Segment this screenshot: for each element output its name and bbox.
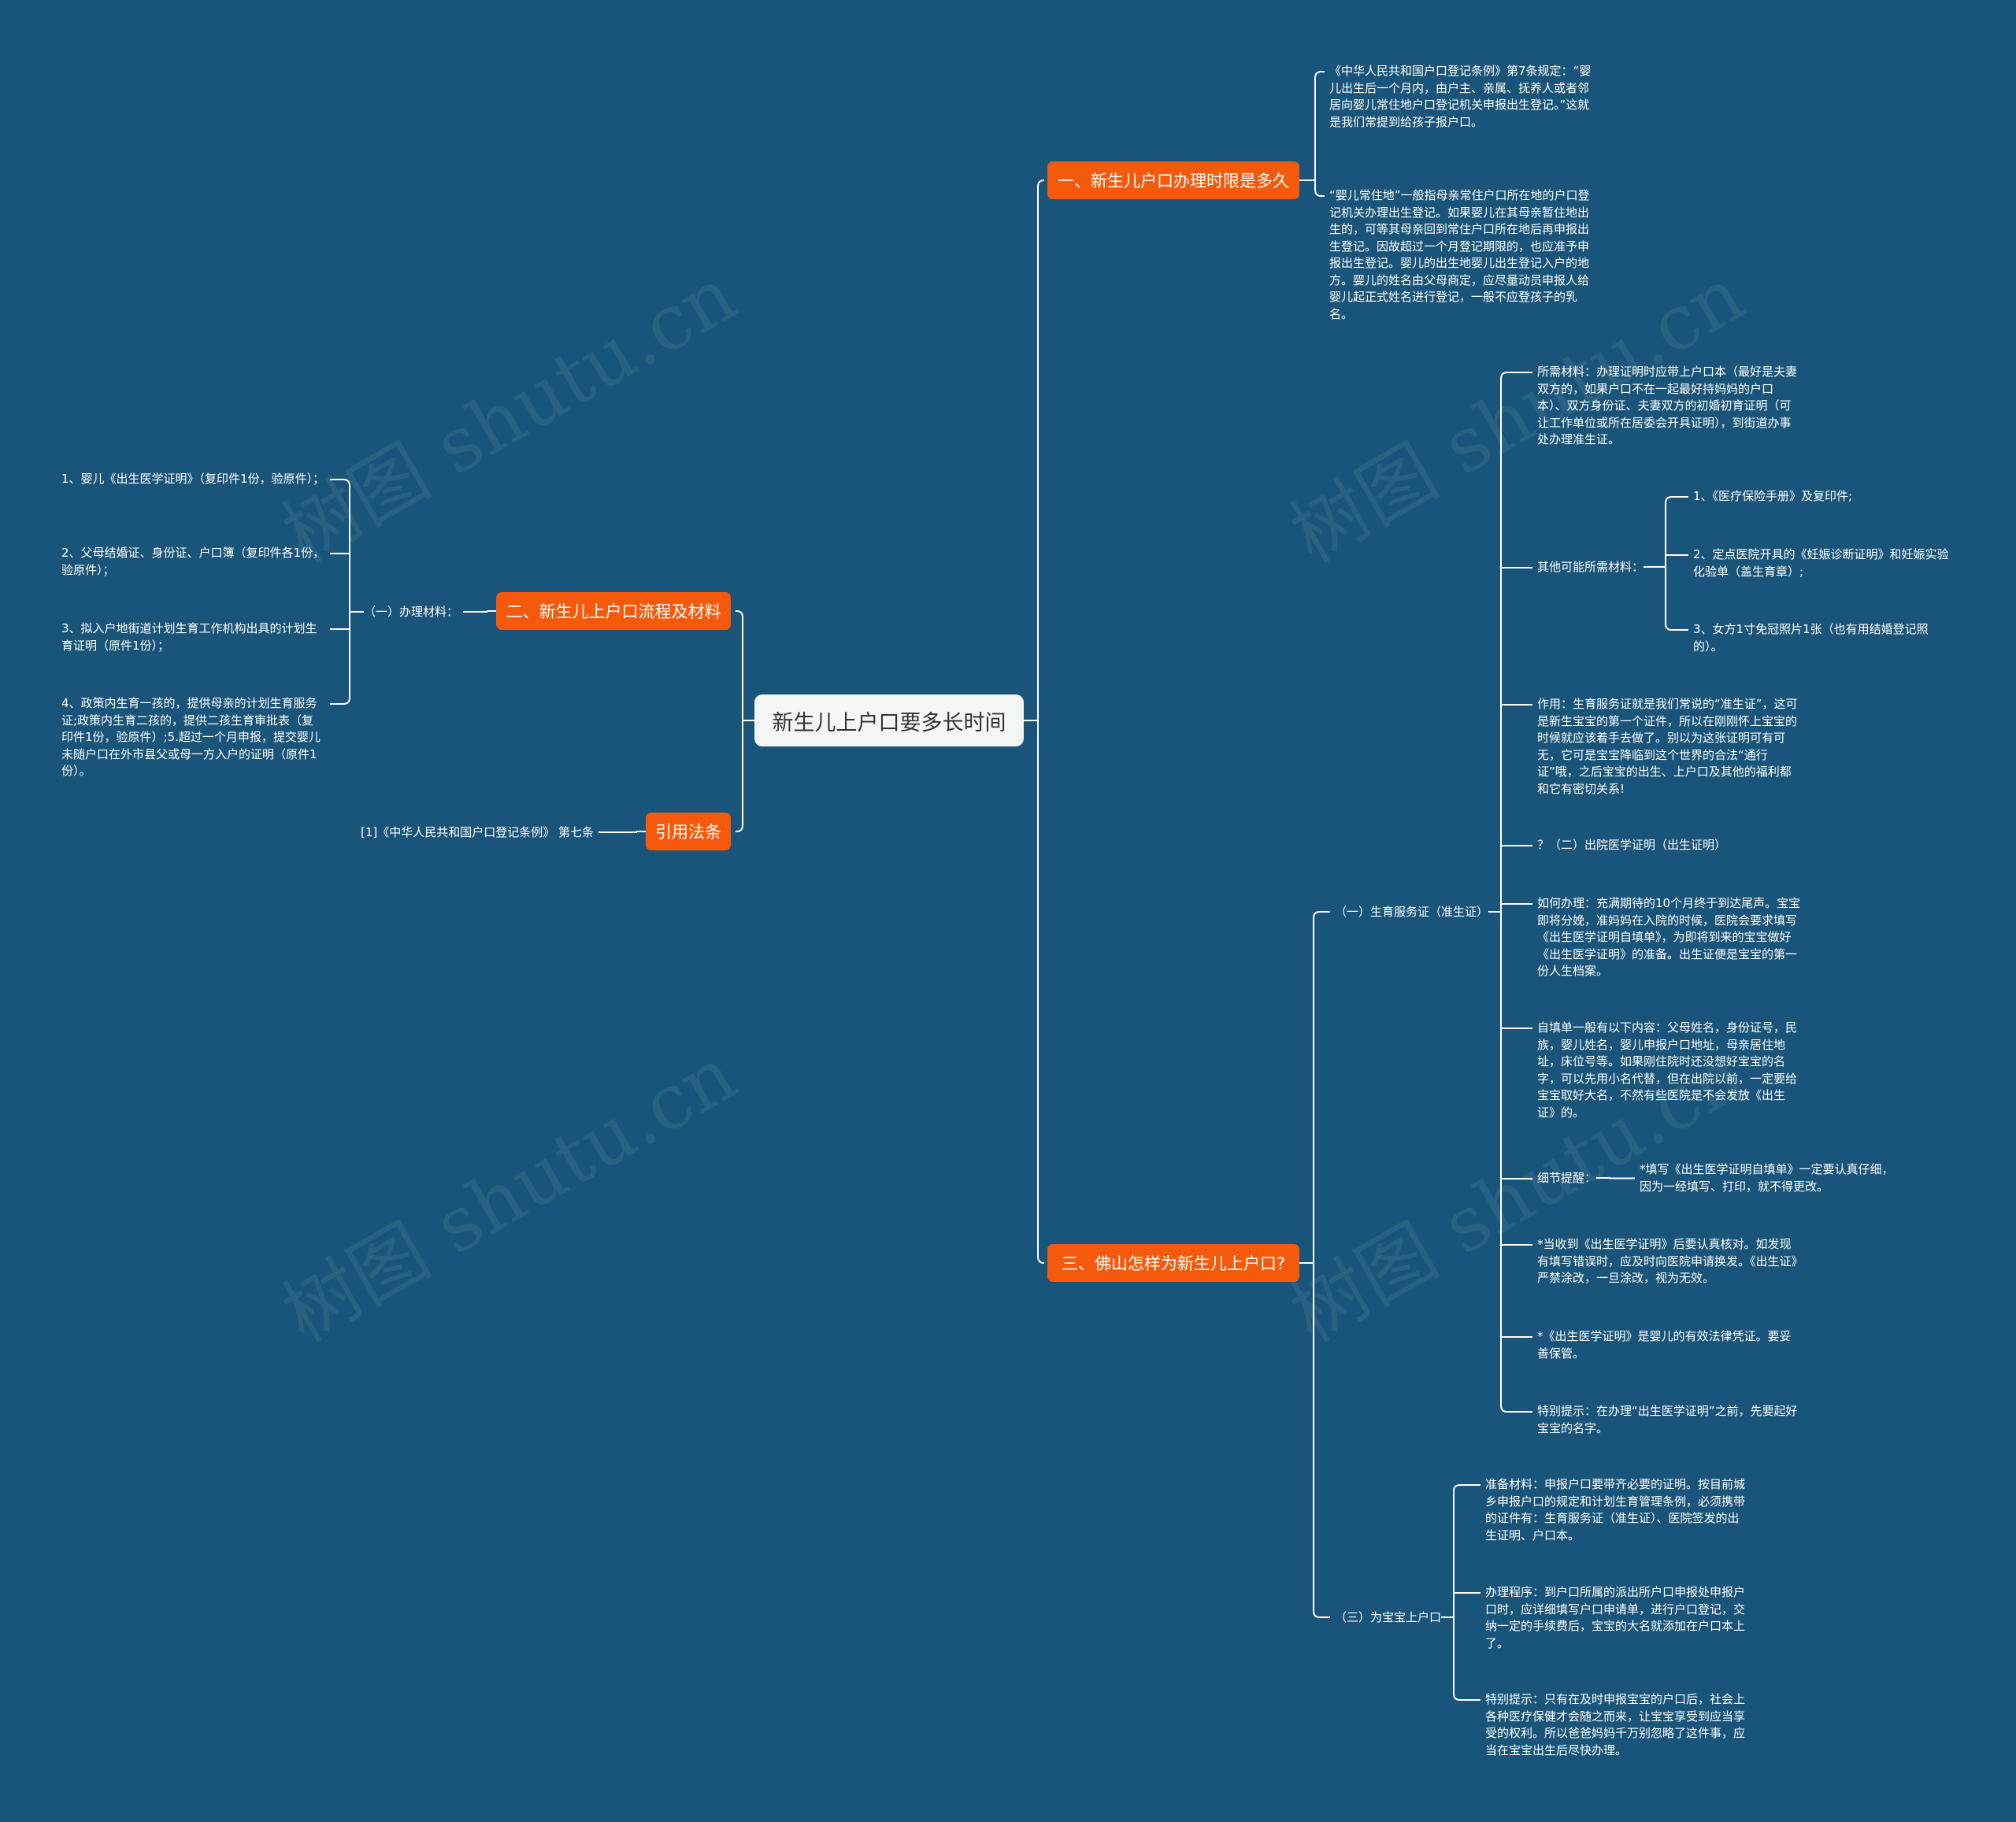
connector-line: [736, 610, 743, 618]
other-material-item: 2、定点医院开具的《妊娠诊断证明》和妊娠实验化验单（盖生育章）;: [1693, 547, 1949, 579]
connector-line: [1500, 1405, 1532, 1413]
hukou-tip: 特别提示：只有在及时申报宝宝的户口后，社会上各种医疗保健才会随之而来，让宝宝享受…: [1485, 1692, 1746, 1757]
other-material-item: 1、《医疗保险手册》及复印件;: [1693, 489, 1853, 503]
connector-line: [598, 831, 637, 833]
material-item: 2、父母结婚证、身份证、户口簿（复印件各1份，验原件）；: [61, 546, 325, 577]
connector-line: [330, 697, 350, 705]
connector-line: [1500, 372, 1532, 380]
root-topic[interactable]: 新生儿上户口要多长时间: [754, 694, 1024, 746]
time-limit-regulation: 《中华人民共和国户口登记条例》第7条规定：“婴儿出生后一个月内，由户主、亲属、抚…: [1329, 64, 1592, 129]
branch-time-limit[interactable]: 一、新生儿户口办理时限是多久: [1047, 161, 1299, 199]
branch-foshan[interactable]: 三、佛山怎样为新生儿上户口?: [1047, 1244, 1299, 1282]
permit-materials: 所需材料：办理证明时应带上户口本（最好是夫妻双方的，如果户口不在一起最好持妈妈的…: [1537, 365, 1798, 446]
connector-line: [1610, 1177, 1635, 1179]
keep-certificate: *《出生医学证明》是婴儿的有效法律凭证。要妥善保管。: [1537, 1329, 1792, 1361]
hukou-materials: 准备材料：申报户口要带齐必要的证明。按目前城乡申报户口的规定和计划生育管理条例，…: [1485, 1477, 1746, 1542]
connector-line: [1037, 1256, 1045, 1264]
material-item: 3、拟入户地街道计划生育工作机构出具的计划生育证明（原件1份）；: [61, 621, 317, 653]
connector-line: [1313, 911, 1330, 919]
law-citation: [1]《中华人民共和国户口登记条例》 第七条: [361, 825, 595, 839]
connector-line: [1665, 496, 1688, 504]
connector-line: [330, 479, 350, 487]
connector-line: [1453, 1484, 1480, 1492]
other-material-item: 3、女方1寸免冠照片1张（也有用结婚登记照的）。: [1693, 622, 1929, 654]
naming-tip: 特别提示：在办理“出生医学证明”之前，先要起好宝宝的名字。: [1537, 1404, 1798, 1435]
time-limit-residence: “婴儿常住地”一般指母亲常住户口所在地的户口登记机关办理出生登记。如果婴儿在其母…: [1329, 188, 1590, 321]
subtopic-birth-permit[interactable]: （一）生育服务证（准生证）: [1335, 905, 1489, 919]
connector-line: [1665, 623, 1688, 631]
connector-line: [463, 611, 487, 613]
materials-subtopic[interactable]: （一）办理材料：: [364, 605, 459, 619]
branch-process-materials[interactable]: 二、新生儿上户口流程及材料: [496, 592, 731, 630]
permit-purpose: 作用：生育服务证就是我们常说的“准生证”，这可是新生宝宝的第一个证件，所以在刚刚…: [1537, 697, 1798, 796]
verify-certificate: *当收到《出生医学证明》后要认真核对。如发现有填写错误时，应及时向医院申请换发。…: [1537, 1237, 1798, 1285]
connector-line: [1314, 189, 1325, 197]
material-item: 4、政策内生育一孩的，提供母亲的计划生育服务证;政策内生育二孩的，提供二孩生育审…: [61, 696, 321, 778]
connector-line: [1453, 1693, 1480, 1701]
connector-line: [1313, 1610, 1330, 1618]
self-fill-form-content: 自填单一般有以下内容：父母姓名，身份证号，民族，婴儿姓名，婴儿申报户口地址，母亲…: [1537, 1020, 1798, 1120]
detail-reminder-label[interactable]: 细节提醒：: [1537, 1171, 1597, 1185]
connector-line: [1037, 180, 1045, 187]
connector-line: [1314, 71, 1325, 79]
detail-reminder-item: *填写《出生医学证明自填单》一定要认真仔细，因为一经填写、打印，就不得更改。: [1640, 1162, 1894, 1194]
subtopic-register-hukou[interactable]: （三）为宝宝上户口: [1335, 1610, 1442, 1624]
birth-certificate-title: ？（二）出院医学证明（出生证明）: [1537, 838, 1727, 852]
hukou-procedure: 办理程序：到户口所属的派出所户口申报处申报户口时，应详细填写户口申请单，进行户口…: [1485, 1585, 1746, 1650]
birth-certificate-howto: 如何办理：充满期待的10个月终于到达尾声。宝宝即将分娩，准妈妈在入院的时候，医院…: [1537, 896, 1801, 978]
other-materials-label[interactable]: 其他可能所需材料：: [1537, 560, 1644, 574]
branch-law-reference[interactable]: 引用法条: [646, 813, 731, 850]
material-item: 1、婴儿《出生医学证明》（复印件1份，验原件）；: [61, 472, 325, 486]
connector-line: [736, 824, 743, 832]
